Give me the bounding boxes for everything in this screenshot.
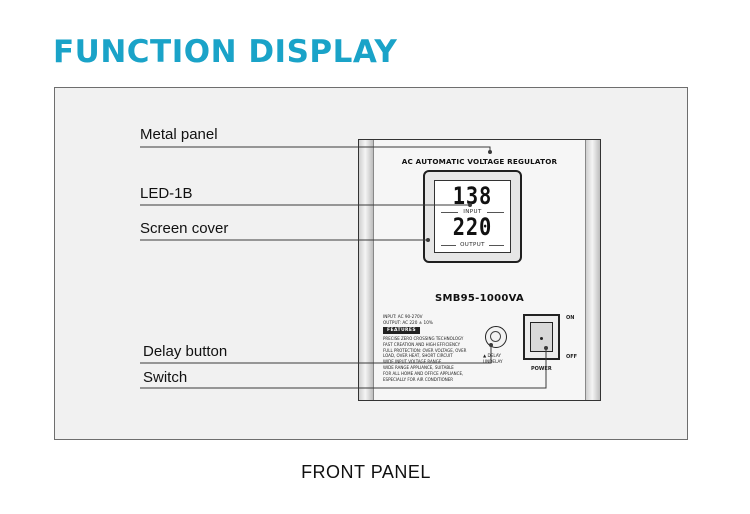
feature-item: FULL PROTECTION: OVER VOLTAGE, OVER	[383, 347, 467, 353]
delay-button-leader-dot	[489, 343, 493, 347]
power-label: POWER	[531, 366, 552, 372]
switch-off-label: OFF	[566, 354, 578, 360]
power-switch[interactable]	[523, 314, 560, 360]
input-reading: 138	[452, 182, 493, 210]
screen-cover-leader-dot	[426, 238, 430, 242]
rocker-switch[interactable]	[530, 322, 553, 352]
feature-item: WIDE INPUT VOLTAGE RANGE	[383, 359, 442, 365]
device-name: AC AUTOMATIC VOLTAGE REGULATOR	[401, 157, 558, 166]
undelay-label: UNDELAY	[483, 358, 503, 364]
output-divider-left	[441, 245, 456, 246]
callout-led: LED-1B	[140, 185, 193, 202]
features-badge: FEATURES	[383, 327, 420, 334]
output-divider-right	[489, 245, 504, 246]
output-spec: OUTPUT: AC 220 ± 10%	[383, 320, 433, 325]
delay-labels: ▲ DELAY UNDELAY	[483, 353, 503, 364]
feature-item: FOR ALL HOME AND OFFICE APPLIANCE,	[383, 370, 464, 376]
callout-delay-button: Delay button	[143, 343, 228, 360]
page-title: FUNCTION DISPLAY	[53, 34, 398, 70]
input-label: INPUT	[463, 209, 482, 215]
feature-item: PRECISE ZERO CROSSING TECHNOLOGY	[383, 336, 464, 341]
led-leader-dot	[468, 203, 472, 207]
delay-button[interactable]	[485, 326, 507, 348]
feature-item: FAST CREATION AND HIGH EFFICIENCY	[383, 341, 461, 347]
delay-button-leader	[140, 345, 492, 364]
switch-on-label: ON	[566, 315, 575, 321]
feature-item: LOAD, OVER HEAT, SHORT CIRCUIT	[383, 353, 453, 359]
switch-leader	[140, 348, 547, 389]
feature-list: PRECISE ZERO CROSSING TECHNOLOGY FAST CR…	[383, 336, 466, 382]
input-divider-left	[441, 212, 458, 213]
callout-metal-panel: Metal panel	[140, 126, 218, 143]
output-label: OUTPUT	[460, 242, 485, 248]
input-spec: INPUT: AC 90-270V	[383, 314, 423, 319]
led-display: 138 INPUT 220 OUTPUT	[434, 180, 511, 253]
feature-item: ESPECIALLY FOR AIR CONDITIONER	[383, 376, 454, 382]
metal-panel-leader-dot	[488, 150, 492, 154]
callout-screen-cover: Screen cover	[140, 220, 229, 237]
rocker-indicator-icon	[540, 337, 543, 340]
delay-label: ▲ DELAY	[483, 353, 501, 358]
switch-leader-dot	[544, 346, 548, 350]
screen-cover: 138 INPUT 220 OUTPUT	[423, 170, 522, 263]
figure-caption: FRONT PANEL	[301, 462, 431, 482]
output-reading: 220	[452, 213, 493, 241]
feature-item: WIDE RANGE APPLIANCE, SUITABLE	[383, 364, 454, 370]
metal-panel-leader	[140, 146, 491, 152]
metal-panel-right-rail	[585, 140, 600, 400]
model-number: SMB95-1000VA	[434, 293, 525, 304]
callout-switch: Switch	[143, 369, 188, 386]
input-divider-right	[487, 212, 504, 213]
